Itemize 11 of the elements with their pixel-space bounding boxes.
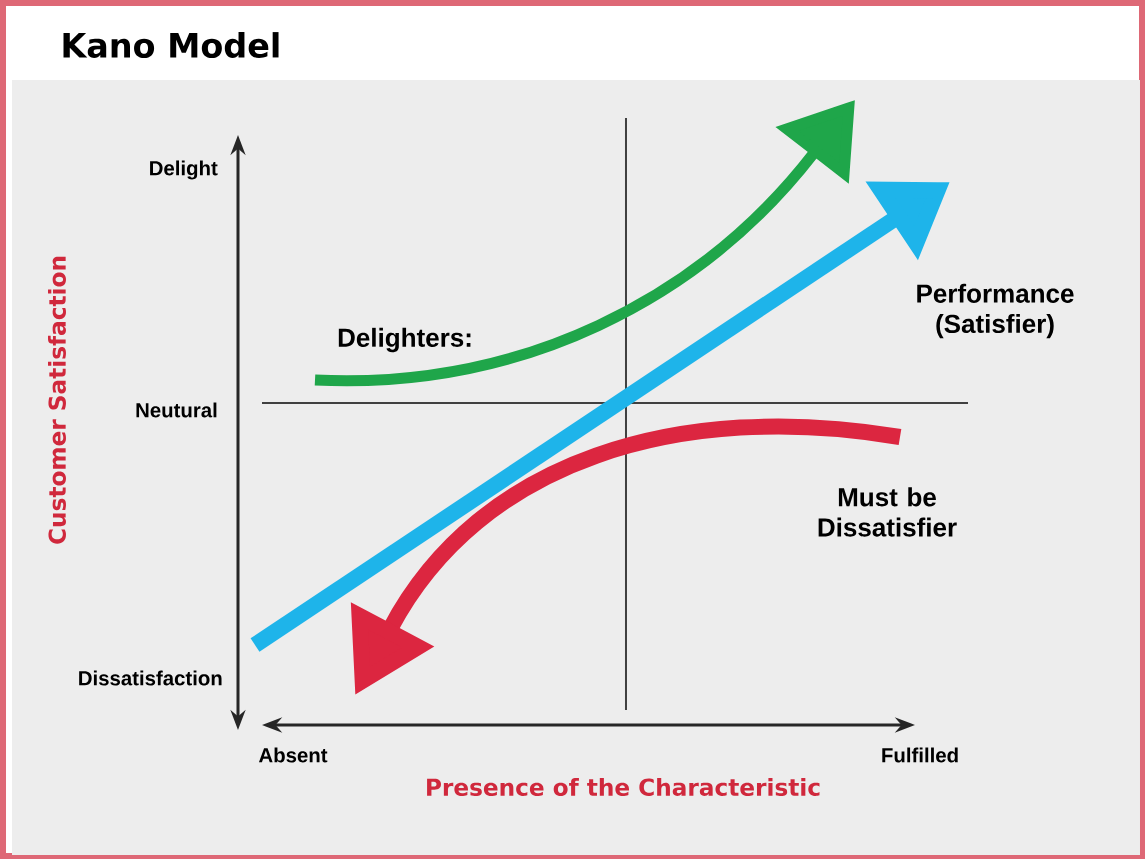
axis-title: Presence of the Characteristic xyxy=(427,778,820,796)
axis-level-label: Absent xyxy=(258,747,328,763)
axis-level-label: Delight xyxy=(150,160,218,180)
curve-label: Delighters: xyxy=(338,327,471,353)
axis-title: Customer Satisfaction xyxy=(48,256,66,544)
curve-label: Must be Dissatisfier xyxy=(818,487,957,537)
slide-title: Kano Model xyxy=(63,32,279,58)
axis-level-label: Neutural xyxy=(136,402,217,418)
axis-level-label: Fulfilled xyxy=(882,747,958,763)
axis-level-label: Dissatisfaction xyxy=(79,670,222,686)
curve-label: Performance (Satisfier) xyxy=(917,283,1074,339)
